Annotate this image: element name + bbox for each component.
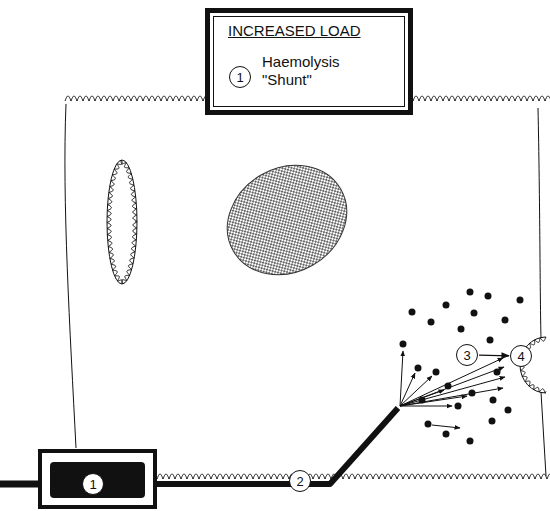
callout-number: 2 — [296, 475, 303, 488]
blood-inflow — [0, 481, 42, 488]
callout-circle: 3 — [456, 344, 478, 366]
uptake-pathway — [155, 408, 398, 484]
flow-arrow — [479, 355, 509, 357]
cell-edge — [65, 104, 76, 448]
load-box-fill — [50, 462, 145, 498]
load-box — [40, 451, 155, 507]
cell-membrane — [157, 474, 550, 479]
nucleus — [207, 144, 366, 296]
callout-circle: 1 — [229, 66, 251, 88]
callout-number: 3 — [463, 349, 470, 362]
cell-edge — [541, 392, 546, 476]
cell-edge — [538, 108, 541, 338]
callout-number: 1 — [89, 478, 96, 491]
canaliculus-microvilli — [107, 160, 137, 284]
callout-number: 1 — [236, 71, 243, 84]
bile-canaliculus — [107, 160, 137, 284]
transport-arrows — [400, 351, 505, 428]
pigment-granules — [400, 289, 524, 445]
callout-number: 4 — [517, 350, 524, 363]
box-heading: INCREASED LOAD — [228, 22, 361, 40]
process-box: INCREASED LOAD Haemolysis "Shunt" 1 — [205, 8, 413, 115]
box-text: Haemolysis "Shunt" — [262, 53, 357, 89]
callout-circle: 4 — [510, 345, 532, 367]
callout-circle: 2 — [289, 470, 311, 492]
callout-circle: 1 — [82, 473, 104, 495]
